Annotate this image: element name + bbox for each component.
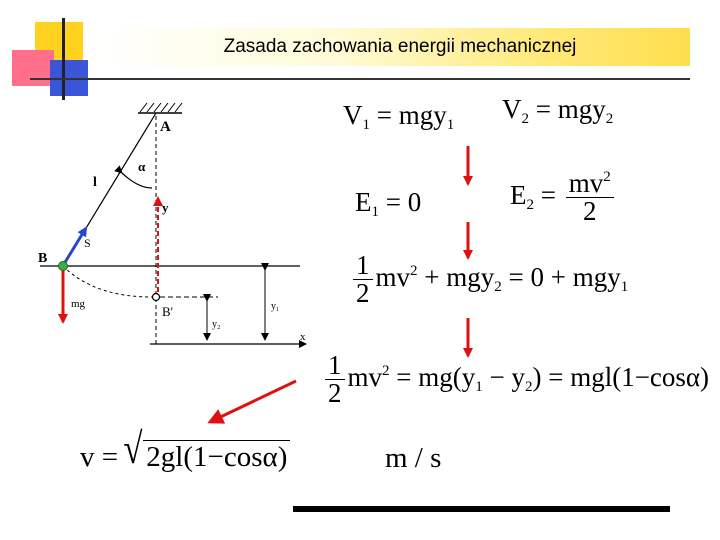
ceiling-support xyxy=(138,102,183,114)
label-a: A xyxy=(160,119,171,135)
slide-title: Zasada zachowania energii mechanicznej xyxy=(223,36,577,57)
label-y2: y₂ xyxy=(212,319,221,330)
equation-v2: V2 = mgy2 xyxy=(502,94,614,127)
label-mg: mg xyxy=(71,298,86,310)
trajectory-arc xyxy=(62,265,157,298)
label-s: S xyxy=(84,236,91,250)
point-b-prime xyxy=(151,292,161,302)
label-y1: y₁ xyxy=(271,301,280,312)
equation-v1: V1 = mgy1 xyxy=(343,100,455,133)
tension-arrow xyxy=(62,226,88,265)
sqrt-symbol: √ xyxy=(123,425,143,474)
equation-velocity: v = √2gl(1−cosα) xyxy=(80,428,291,472)
label-x: x xyxy=(300,331,306,343)
bottom-rule xyxy=(293,506,670,512)
flow-arrow-4 xyxy=(207,379,297,424)
point-b xyxy=(58,261,68,271)
label-alpha: α xyxy=(138,159,146,174)
deco-horizontal-line xyxy=(30,78,690,80)
deco-vertical-line xyxy=(62,18,65,100)
label-l: l xyxy=(93,175,97,190)
label-b: B xyxy=(38,251,47,266)
equation-e1: E1 = 0 xyxy=(355,187,422,220)
title-bar xyxy=(98,28,690,66)
label-b-prime: B' xyxy=(162,304,173,319)
deco-pink-square xyxy=(12,50,54,86)
label-y-axis: y xyxy=(162,200,169,215)
angle-arc xyxy=(114,165,153,189)
unit-label: m / s xyxy=(385,442,442,474)
